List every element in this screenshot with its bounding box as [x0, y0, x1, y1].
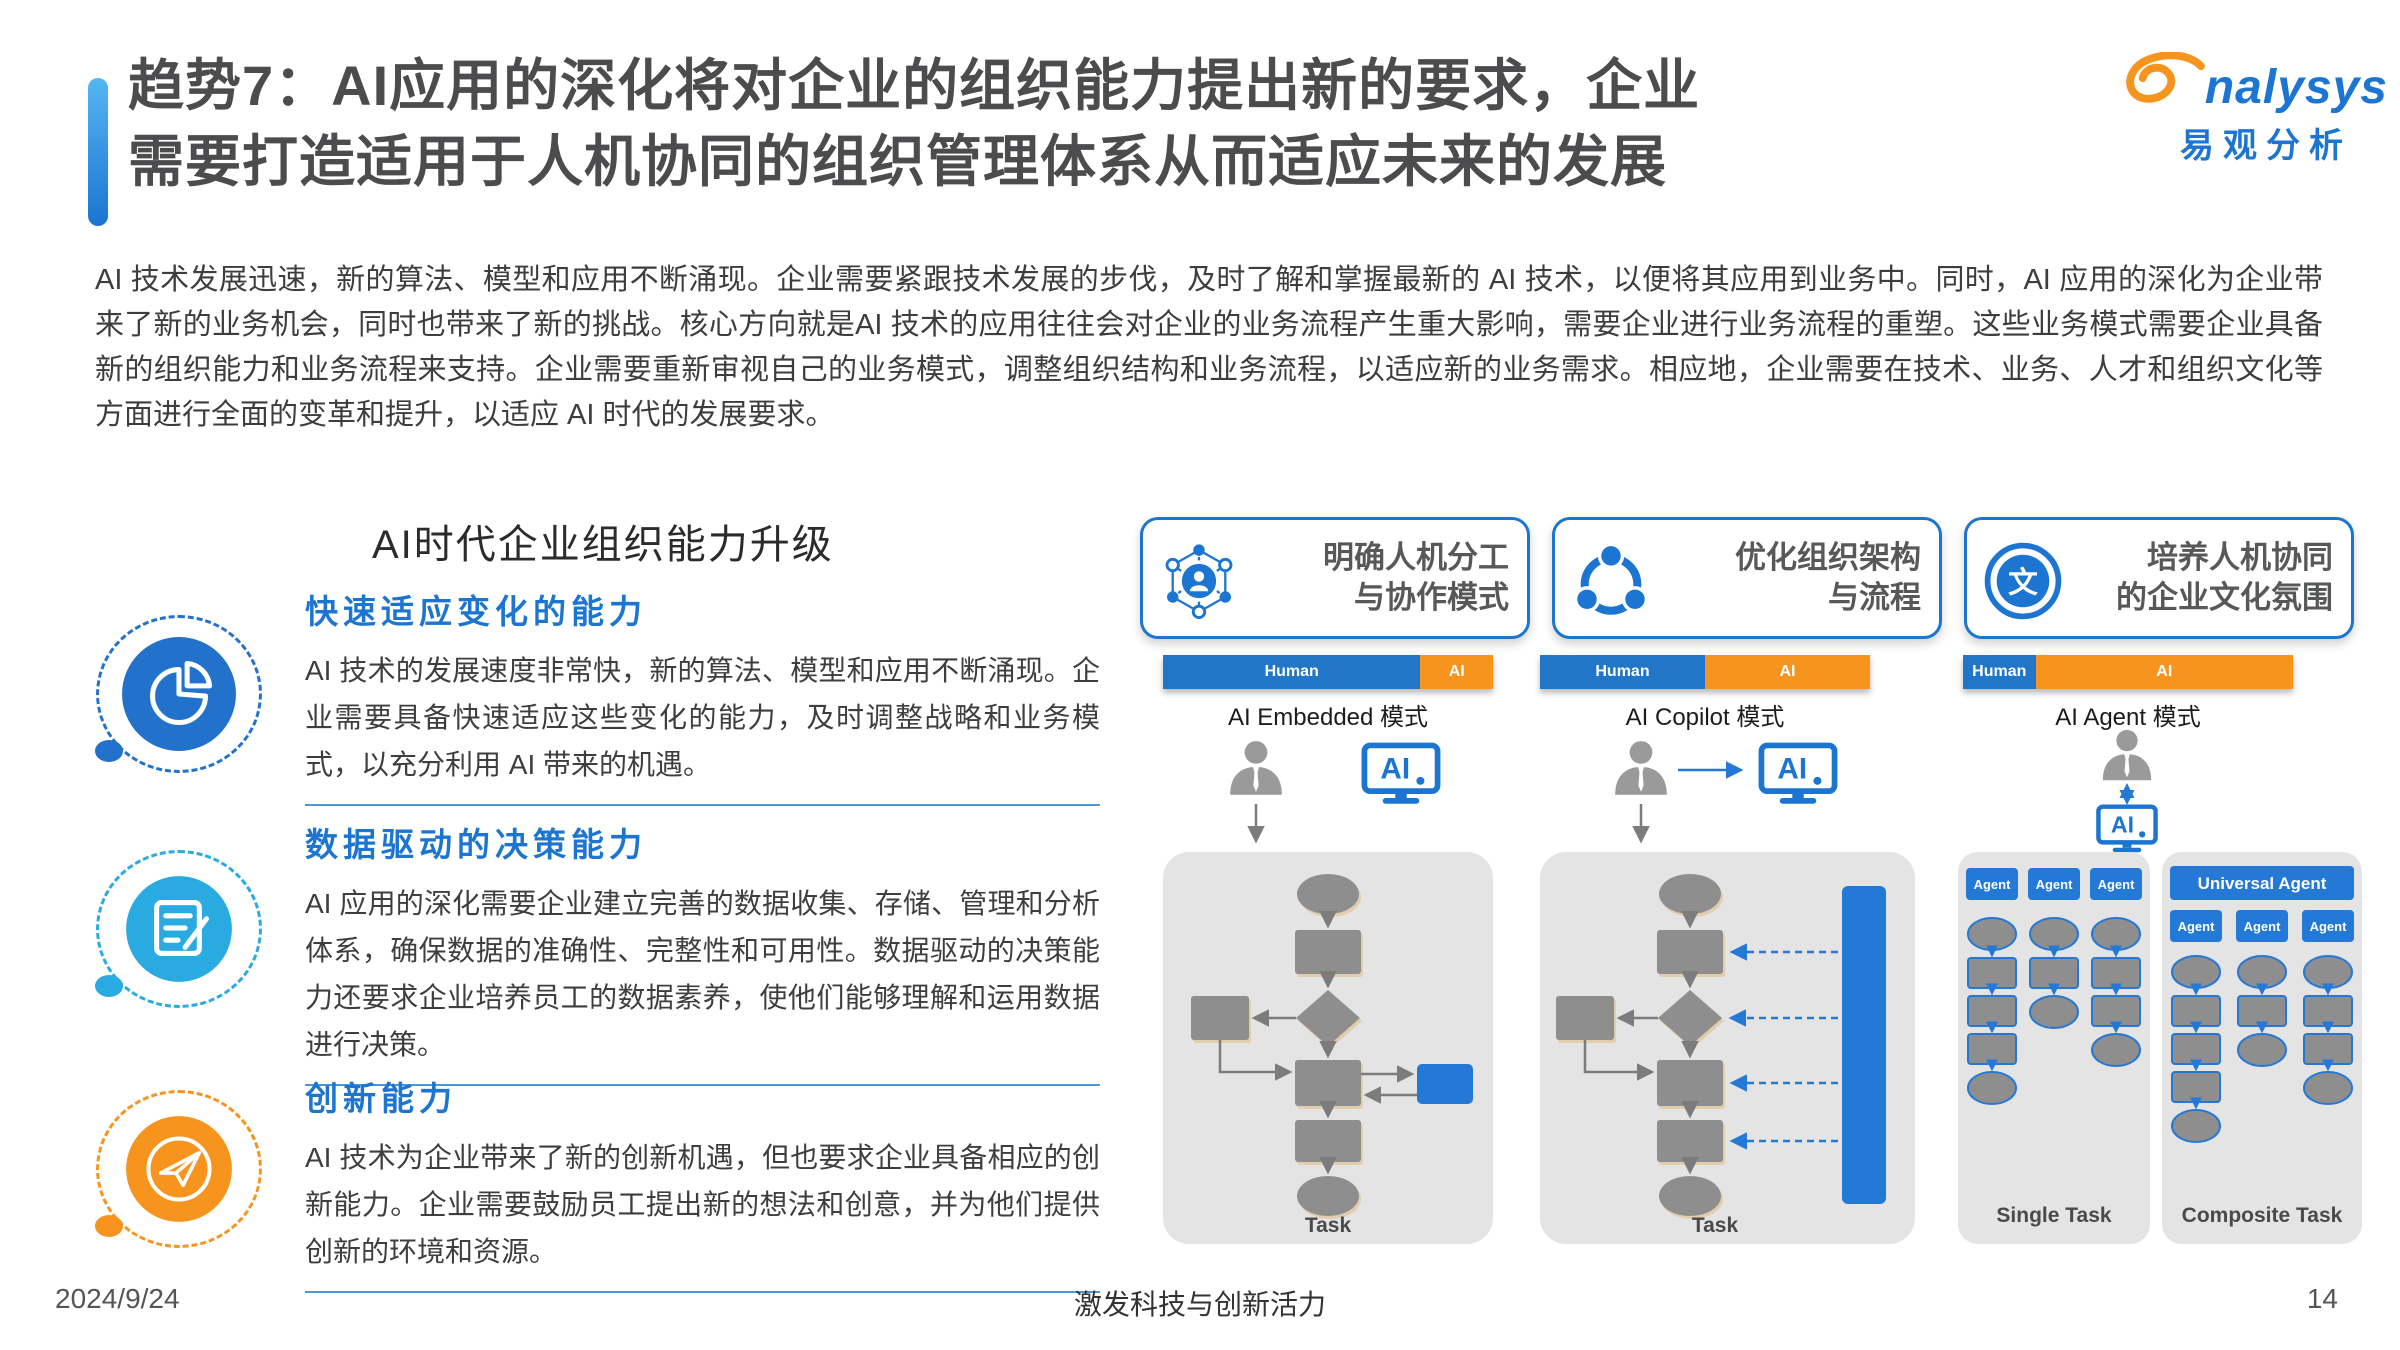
title-line-1: 趋势7：AI应用的深化将对企业的组织能力提出新的要求，企业 — [128, 54, 1701, 117]
right-arrow — [1678, 761, 1744, 779]
person-icon — [1230, 741, 1282, 795]
mode-card-division: 明确人机分工 与协作模式 — [1140, 517, 1530, 639]
svg-text:Agent: Agent — [2310, 919, 2348, 934]
person-icon — [2102, 729, 2152, 781]
down-arrow — [1632, 804, 1650, 844]
bar-ai-segment: AI — [2035, 655, 2293, 689]
universal-agent-label: Universal Agent — [2198, 874, 2327, 893]
ai-monitor-icon: AI — [1361, 742, 1441, 804]
mode-card-title: 优化组织架构 与流程 — [1735, 540, 1921, 615]
svg-text:Agent: Agent — [2036, 877, 2074, 892]
task-label: Task — [1692, 1214, 1739, 1237]
capability-item-innovation: 创新能力 AI 技术为企业带来了新的创新机遇，但也要求企业具备相应的创新能力。企… — [305, 1072, 1105, 1293]
ring-dot — [95, 1215, 123, 1237]
agent-boxes: Agent Agent Agent — [1966, 868, 2142, 900]
composite-task-label: Composite Task — [2182, 1204, 2343, 1227]
footer-date: 2024/9/24 — [55, 1283, 180, 1314]
footer-page-number: 14 — [2306, 1283, 2338, 1314]
svg-text:Agent: Agent — [2098, 877, 2136, 892]
ai-monitor-icon: AI — [2096, 804, 2158, 853]
document-edit-icon — [95, 850, 262, 1008]
svg-text:文: 文 — [2008, 565, 2038, 599]
flow-shapes — [2171, 955, 2353, 1143]
svg-text:AI: AI — [1380, 753, 1410, 786]
capability-item-adapt: 快速适应变化的能力 AI 技术的发展速度非常快，新的算法、模型和应用不断涌现。企… — [305, 585, 1105, 806]
page-title: 趋势7：AI应用的深化将对企业的组织能力提出新的要求，企业 需要打造适用于人机协… — [128, 48, 2128, 200]
ring-dot — [95, 740, 123, 762]
bar-ai-segment: AI — [1705, 655, 1870, 689]
composite-task-diagram: Universal Agent Agent Agent Agent Compos… — [2162, 852, 2362, 1244]
ai-assist-arrows — [1728, 943, 1838, 1150]
bar-human-segment: Human — [1963, 655, 2036, 689]
flow-arrows — [2190, 983, 2334, 1110]
logo-cn-text: 易观分析 — [2180, 127, 2352, 165]
single-task-diagram: Agent Agent Agent Single Task — [1958, 852, 2150, 1244]
logo-brand-text: nalysys — [2204, 61, 2388, 114]
human-ai-bar-embedded: Human AI — [1163, 655, 1493, 689]
svg-text:Agent: Agent — [2178, 919, 2216, 934]
capability-heading: 数据驱动的决策能力 — [305, 826, 647, 863]
mode-label-copilot: AI Copilot 模式 — [1625, 704, 1785, 731]
capability-body: AI 技术的发展速度非常快，新的算法、模型和应用不断涌现。企业需要具备快速适应这… — [305, 655, 1100, 780]
svg-text:Agent: Agent — [2244, 919, 2282, 934]
ai-step-box — [1417, 1064, 1473, 1104]
task-label: Task — [1305, 1214, 1352, 1237]
agent-boxes: Agent Agent Agent — [2170, 910, 2354, 942]
flowchart-ai-embedded: Task — [1163, 852, 1493, 1244]
mode-card-title: 培养人机协同 的企业文化氛围 — [2116, 540, 2333, 615]
flow-shapes — [1556, 874, 1723, 1216]
capability-item-data: 数据驱动的决策能力 AI 应用的深化需要企业建立完善的数据收集、存储、管理和分析… — [305, 818, 1105, 1086]
flowchart-ai-copilot: Task — [1540, 852, 1915, 1244]
logo-swirl-icon — [2126, 52, 2205, 103]
agent-actors: AI — [1958, 728, 2360, 854]
mode-card-title: 明确人机分工 与协作模式 — [1323, 540, 1509, 615]
flow-shapes — [1191, 874, 1361, 1216]
capability-heading: 快速适应变化的能力 — [305, 593, 647, 630]
mode-label-embedded: AI Embedded 模式 — [1227, 704, 1429, 731]
single-task-label: Single Task — [1996, 1204, 2111, 1227]
ai-assist-bar — [1842, 886, 1886, 1204]
ai-monitor-icon: AI — [1758, 742, 1838, 804]
intro-paragraph: AI 技术发展迅速，新的算法、模型和应用不断涌现。企业需要紧跟技术发展的步伐，及… — [95, 264, 2323, 431]
capabilities-title: AI时代企业组织能力升级 — [372, 523, 834, 567]
human-machine-network-icon — [1165, 544, 1233, 619]
down-arrow — [1247, 804, 1265, 844]
mode-card-structure: 优化组织架构 与流程 — [1552, 517, 1942, 639]
flow-arrows — [1218, 911, 1417, 1175]
svg-text:AI: AI — [2111, 812, 2134, 838]
flow-arrows — [1986, 945, 2122, 1072]
universal-agent-box — [2170, 866, 2354, 900]
capability-heading: 创新能力 — [305, 1080, 457, 1117]
bar-ai-segment: AI — [1420, 655, 1493, 689]
copilot-actors: AI — [1540, 738, 1915, 852]
bar-human-segment: Human — [1163, 655, 1421, 689]
bar-human-segment: Human — [1540, 655, 1705, 689]
analysys-logo: nalysys 易观分析 — [2118, 52, 2388, 167]
svg-text:Agent: Agent — [1974, 877, 2012, 892]
share-network-icon — [1573, 542, 1649, 615]
bidirectional-arrow — [2119, 783, 2135, 805]
title-accent-bar — [88, 78, 108, 226]
human-ai-bar-agent: Human AI — [1963, 655, 2293, 689]
flow-arrows — [1583, 911, 1699, 1175]
footer-slogan: 激发科技与创新活力 — [1073, 1289, 1326, 1320]
ring-dot — [95, 975, 123, 997]
person-icon — [1615, 741, 1667, 795]
culture-language-icon: 文 — [1984, 542, 2062, 620]
title-line-2: 需要打造适用于人机协同的组织管理体系从而适应未来的发展 — [128, 130, 1667, 193]
mode-label-agent: AI Agent 模式 — [2055, 704, 2201, 731]
embedded-actors: AI — [1163, 738, 1493, 852]
capability-body: AI 应用的深化需要企业建立完善的数据收集、存储、管理和分析体系，确保数据的准确… — [305, 888, 1100, 1060]
paper-plane-icon — [95, 1090, 262, 1248]
capability-body: AI 技术为企业带来了新的创新机遇，但也要求企业具备相应的创新能力。企业需要鼓励… — [305, 1142, 1100, 1267]
pie-chart-icon — [95, 615, 262, 773]
svg-text:AI: AI — [1777, 753, 1807, 786]
human-ai-bar-copilot: Human AI — [1540, 655, 1870, 689]
mode-card-culture: 文 培养人机协同 的企业文化氛围 — [1964, 517, 2354, 639]
